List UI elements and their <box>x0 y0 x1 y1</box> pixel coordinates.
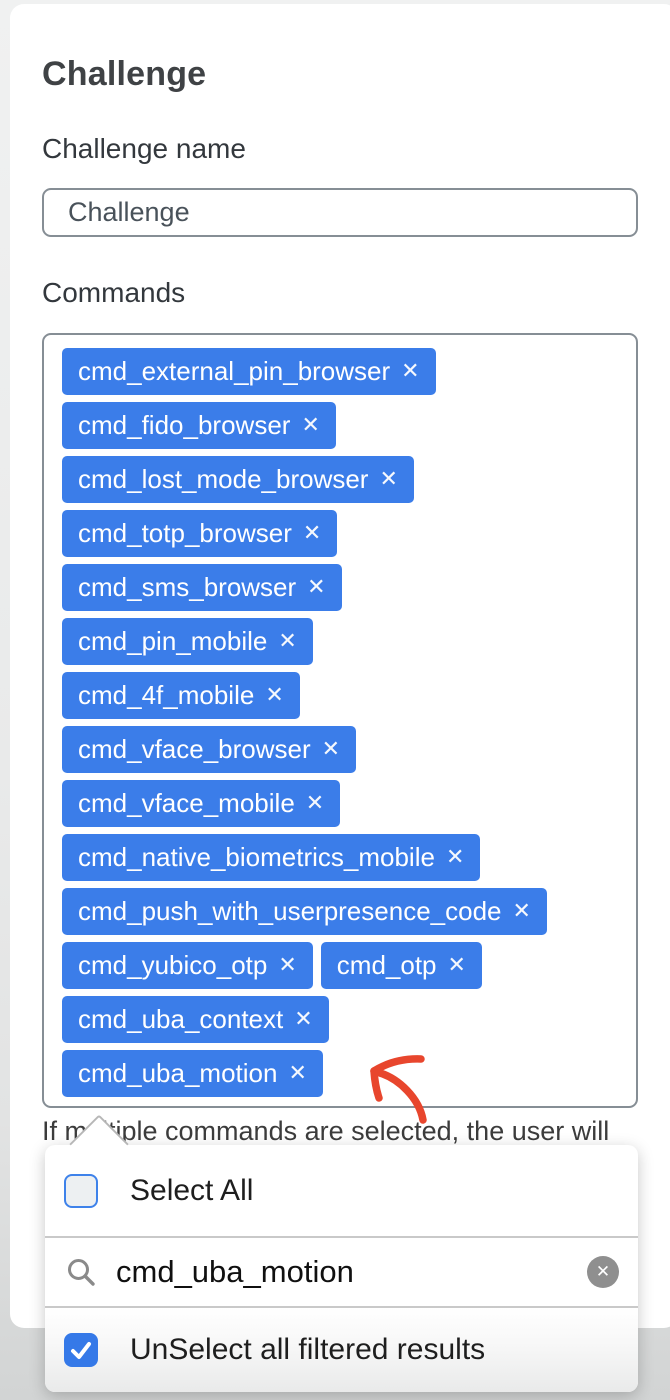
chip-row: cmd_push_with_userpresence_code ✕ <box>62 888 618 935</box>
chip-label: cmd_uba_context <box>78 1004 284 1034</box>
command-chip[interactable]: cmd_fido_browser ✕ <box>62 402 336 449</box>
challenge-name-input[interactable] <box>42 188 638 237</box>
command-chip[interactable]: cmd_otp ✕ <box>320 942 482 989</box>
select-all-checkbox[interactable] <box>64 1173 98 1208</box>
chip-label: cmd_pin_mobile <box>78 626 268 656</box>
unselect-filtered-checkbox[interactable] <box>64 1333 98 1367</box>
chip-label: cmd_vface_browser <box>78 734 311 764</box>
command-chip[interactable]: cmd_vface_mobile ✕ <box>62 780 341 827</box>
chip-row: cmd_uba_motion ✕ <box>62 1050 618 1097</box>
unselect-filtered-label: UnSelect all filtered results <box>130 1333 486 1366</box>
chip-label: cmd_fido_browser <box>78 410 291 440</box>
command-chip[interactable]: cmd_pin_mobile ✕ <box>62 618 313 665</box>
search-row: ✕ <box>45 1238 638 1306</box>
annotation-arrow-icon <box>370 1055 427 1124</box>
chip-label: cmd_native_biometrics_mobile <box>78 842 435 872</box>
chip-label: cmd_uba_motion <box>78 1058 278 1088</box>
chip-row: cmd_lost_mode_browser ✕ <box>62 456 618 503</box>
divider <box>45 1236 638 1238</box>
command-chip[interactable]: cmd_push_with_userpresence_code ✕ <box>62 888 547 935</box>
chip-row: cmd_pin_mobile ✕ <box>62 618 618 665</box>
chip-remove-icon[interactable]: ✕ <box>301 412 320 438</box>
chip-remove-icon[interactable]: ✕ <box>447 952 466 978</box>
chip-remove-icon[interactable]: ✕ <box>307 574 326 600</box>
chip-remove-icon[interactable]: ✕ <box>321 736 341 762</box>
clear-search-icon[interactable]: ✕ <box>587 1256 619 1288</box>
page-title: Challenge <box>42 54 207 93</box>
chip-label: cmd_push_with_userpresence_code <box>78 896 502 926</box>
command-search-input[interactable] <box>114 1253 558 1291</box>
chip-row: cmd_fido_browser ✕ <box>62 402 618 449</box>
chip-row: cmd_yubico_otp ✕ cmd_otp ✕ <box>62 942 618 989</box>
selected-commands-list: cmd_external_pin_browser✕cmd_fido_browse… <box>62 348 618 1097</box>
chip-label: cmd_vface_mobile <box>78 788 295 818</box>
chip-row: cmd_vface_browser ✕ <box>62 726 618 773</box>
commands-label: Commands <box>42 277 186 308</box>
chip-row: cmd_4f_mobile ✕ <box>62 672 618 719</box>
chip-row: cmd_vface_mobile ✕ <box>62 780 618 827</box>
chip-label: cmd_external_pin_browser <box>78 356 391 386</box>
command-chip[interactable]: cmd_lost_mode_browser ✕ <box>62 456 414 503</box>
command-chip[interactable]: cmd_4f_mobile ✕ <box>62 672 300 719</box>
chip-remove-icon[interactable]: ✕ <box>294 1006 313 1032</box>
chip-label: cmd_4f_mobile <box>78 680 255 710</box>
command-chip[interactable]: cmd_external_pin_browser ✕ <box>62 348 436 395</box>
chip-row: cmd_uba_context ✕ <box>62 996 618 1043</box>
command-chip[interactable]: cmd_yubico_otp ✕ <box>62 942 313 989</box>
chip-row: cmd_external_pin_browser ✕ <box>62 348 618 395</box>
chip-remove-icon[interactable]: ✕ <box>278 952 297 978</box>
chip-remove-icon[interactable]: ✕ <box>305 790 325 816</box>
chip-row: cmd_native_biometrics_mobile ✕ <box>62 834 618 881</box>
chip-label: cmd_lost_mode_browser <box>78 464 369 494</box>
command-chip[interactable]: cmd_sms_browser ✕ <box>62 564 342 611</box>
challenge-name-label: Challenge name <box>42 133 246 164</box>
chip-row: cmd_sms_browser ✕ <box>62 564 618 611</box>
magnifier-icon <box>68 1259 95 1286</box>
chip-remove-icon[interactable]: ✕ <box>512 898 531 924</box>
chip-remove-icon[interactable]: ✕ <box>302 520 322 546</box>
chip-remove-icon[interactable]: ✕ <box>445 844 465 870</box>
checkmark-icon <box>71 1342 91 1359</box>
command-chip[interactable]: cmd_native_biometrics_mobile ✕ <box>62 834 481 881</box>
divider <box>45 1306 638 1308</box>
select-all-label: Select All <box>130 1173 254 1207</box>
chip-remove-icon[interactable]: ✕ <box>278 628 297 654</box>
chip-remove-icon[interactable]: ✕ <box>401 358 420 384</box>
multiselect-dropdown: Select All ✕ UnSelect all filtered resul… <box>45 1114 638 1392</box>
select-all-row[interactable]: Select All <box>45 1145 638 1236</box>
chip-remove-icon[interactable]: ✕ <box>265 682 284 708</box>
chip-label: cmd_otp <box>336 950 437 980</box>
chip-label: cmd_yubico_otp <box>78 950 268 980</box>
unselect-filtered-row[interactable]: UnSelect all filtered results <box>45 1308 638 1392</box>
commands-multiselect[interactable]: cmd_external_pin_browser✕cmd_fido_browse… <box>42 333 638 1108</box>
helper-text: If multiple commands are selected, the u… <box>42 1116 610 1146</box>
command-chip[interactable]: cmd_uba_motion ✕ <box>62 1050 323 1097</box>
chip-remove-icon[interactable]: ✕ <box>379 466 398 492</box>
command-chip[interactable]: cmd_vface_browser ✕ <box>62 726 357 773</box>
command-chip[interactable]: cmd_totp_browser ✕ <box>62 510 338 557</box>
command-chip[interactable]: cmd_uba_context ✕ <box>62 996 329 1043</box>
chip-label: cmd_sms_browser <box>78 572 297 602</box>
chip-label: cmd_totp_browser <box>78 518 292 548</box>
chip-remove-icon[interactable]: ✕ <box>288 1060 307 1086</box>
chip-row: cmd_totp_browser ✕ <box>62 510 618 557</box>
